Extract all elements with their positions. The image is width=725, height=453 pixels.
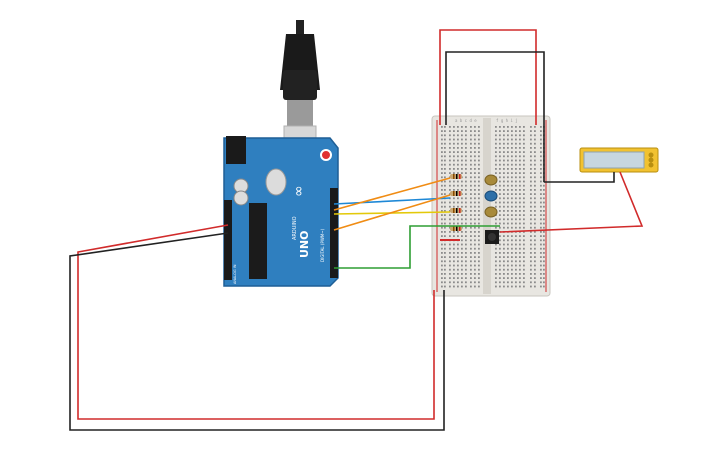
resistor-3[interactable] [450, 208, 462, 213]
digital-header-label: DIGITAL (PWM~) [320, 228, 325, 262]
wire-blue[interactable] [333, 197, 451, 205]
analog-header-label: ANALOG IN [233, 264, 237, 284]
breadboard-letters-right: f g h i j [496, 118, 518, 123]
wire-orange-2[interactable] [333, 194, 451, 231]
wire-black-bottom[interactable] [69, 232, 445, 431]
wire-red-bottom[interactable] [77, 224, 435, 420]
atmega-chip [249, 203, 267, 279]
led-yellow-2[interactable] [484, 206, 498, 218]
arduino-uno-label: UNO [298, 231, 311, 259]
wire-green[interactable] [334, 225, 500, 269]
wire-orange-1[interactable] [333, 177, 451, 211]
wire-red-top[interactable] [439, 29, 537, 125]
reset-button[interactable] [320, 149, 332, 161]
capacitor-2 [233, 190, 249, 206]
lcd-module[interactable] [579, 147, 659, 173]
resistor-2[interactable] [450, 191, 462, 196]
usb-cable[interactable] [280, 20, 320, 163]
breadboard-letters-left: a b c d e [455, 118, 477, 123]
breadboard[interactable]: a b c d e f g h i j [431, 115, 551, 297]
arduino-uno-board[interactable]: UNO ARDUINO DIGITAL (PWM~) ANALOG IN ∞ [223, 136, 339, 287]
resistor-1[interactable] [450, 174, 462, 179]
wire-black-lcd[interactable] [544, 172, 615, 183]
wire-black-top[interactable] [445, 51, 545, 182]
led-blue[interactable] [484, 190, 498, 202]
resistor-4[interactable] [450, 226, 462, 231]
infinity-logo: ∞ [291, 185, 307, 197]
led-yellow-1[interactable] [484, 174, 498, 186]
power-jack [226, 136, 246, 164]
wire-red-lcd[interactable] [499, 171, 644, 233]
power-analog-header [224, 200, 232, 280]
crystal [265, 168, 287, 196]
wires [69, 29, 644, 431]
arduino-brand-label: ARDUINO [292, 216, 298, 240]
pushbutton[interactable] [485, 230, 499, 244]
digital-header [330, 188, 338, 278]
